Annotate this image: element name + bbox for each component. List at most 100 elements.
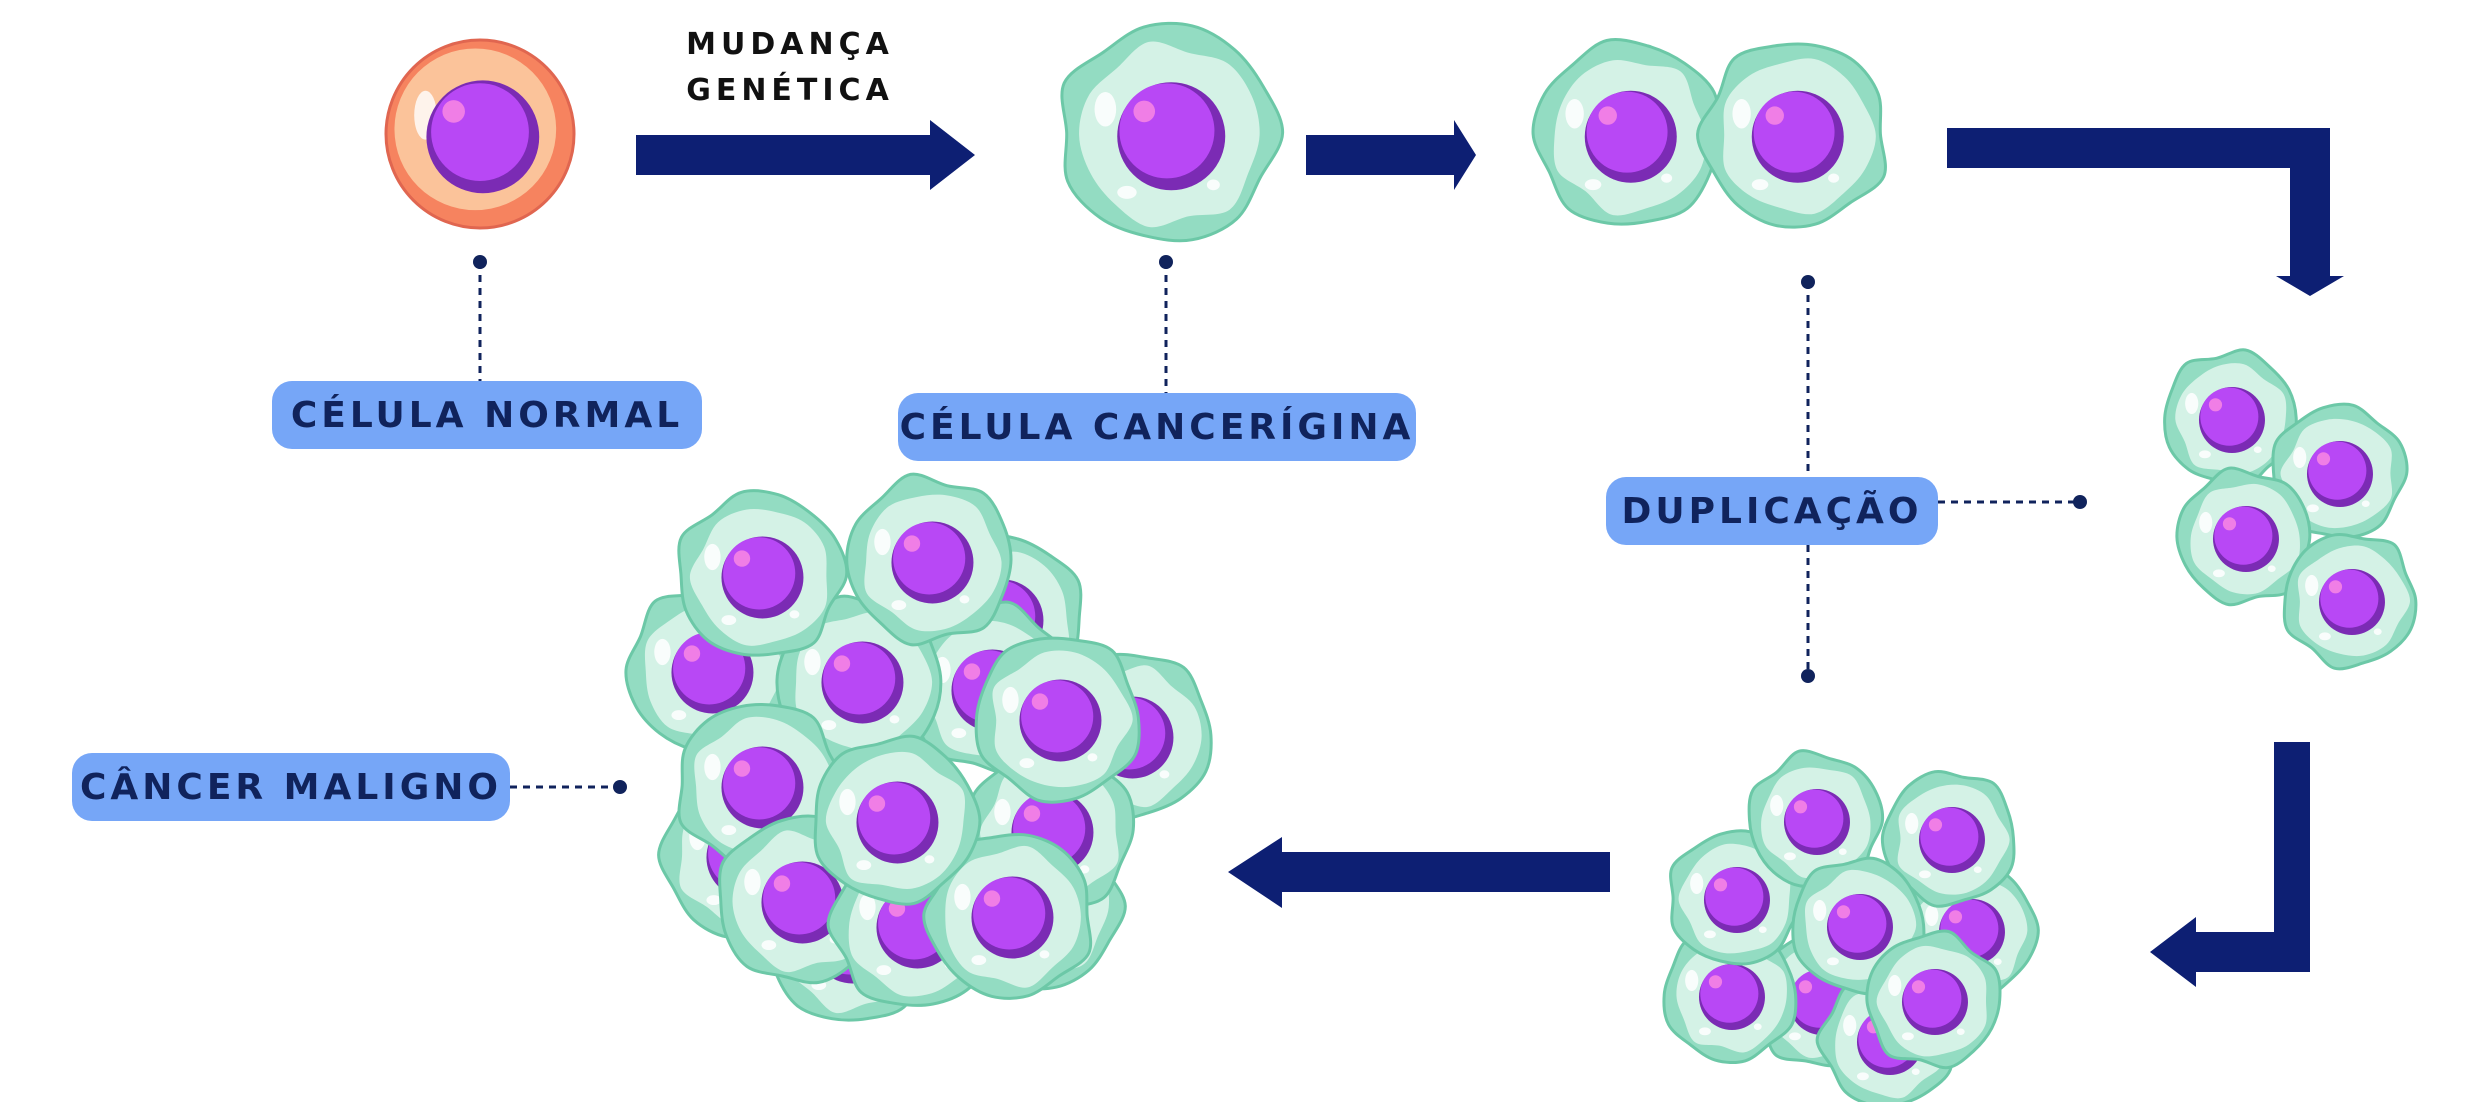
cluster-four-cell-1 <box>2163 348 2298 489</box>
nucleolus <box>442 100 465 123</box>
nucleolus <box>1765 106 1784 125</box>
nucleolus <box>1023 805 1041 822</box>
nucleus <box>1700 964 1759 1023</box>
duplication-label: DUPLICAÇÃO <box>1606 477 1938 545</box>
cell-highlight <box>856 860 872 871</box>
caption-line-2: GENÉTICA <box>686 73 894 108</box>
cell-highlight <box>889 715 900 724</box>
cell-highlight <box>1788 1032 1801 1041</box>
nucleolus <box>773 875 791 892</box>
cell-highlight <box>1703 930 1716 939</box>
nucleolus <box>733 550 751 567</box>
nucleolus <box>1836 905 1851 919</box>
nucleus <box>2200 387 2259 446</box>
cell-highlight <box>821 720 837 731</box>
dividing-cell-left <box>1531 38 1720 226</box>
connector-dot-malignant <box>613 780 627 794</box>
cell-highlight <box>2185 392 2199 415</box>
nucleus <box>1903 969 1962 1028</box>
nucleus <box>893 522 966 595</box>
cluster-four-cell-4 <box>2282 532 2418 671</box>
cell-highlight <box>971 955 987 966</box>
cell-highlight <box>954 883 971 911</box>
cell-highlight <box>2212 569 2225 578</box>
nucleus <box>1021 680 1094 753</box>
cell-highlight <box>1993 958 2002 965</box>
cell-highlight <box>1565 99 1584 129</box>
dividing-cell-right <box>1696 42 1887 229</box>
cell-highlight <box>1843 1014 1857 1037</box>
cell-highlight <box>1758 926 1767 933</box>
cell-highlight <box>706 895 722 906</box>
nucleus <box>823 642 896 715</box>
cell-highlight <box>2306 504 2319 513</box>
nucleus <box>1753 91 1835 173</box>
cell-highlight <box>1685 969 1699 992</box>
arrow-bend-down <box>1947 128 2344 296</box>
cell-highlight <box>859 893 876 921</box>
nucleolus <box>1598 106 1617 125</box>
cell-highlight <box>1732 99 1751 129</box>
cell-highlight <box>2318 632 2331 641</box>
arrow-genetic-change <box>636 120 975 190</box>
cell-highlight <box>1888 974 1902 997</box>
nucleolus <box>833 655 851 672</box>
cell-highlight <box>2253 446 2262 453</box>
cell-highlight <box>876 965 892 976</box>
arrows-layer <box>636 120 2344 987</box>
nucleolus <box>1133 100 1156 123</box>
connector-dot-cancer <box>1159 255 1173 269</box>
nucleus <box>2214 506 2273 565</box>
nucleus <box>2320 569 2379 628</box>
cell-highlight <box>1826 957 1839 966</box>
cluster-four-cell-2 <box>2271 402 2409 539</box>
cell-highlight <box>1911 1068 1920 1075</box>
caption-line-1: MUDANÇA <box>686 27 894 62</box>
nucleolus <box>2316 452 2331 466</box>
tumor-cell-13 <box>922 833 1093 1000</box>
cell-highlight <box>951 728 967 739</box>
nucleolus <box>1928 818 1943 832</box>
cell-highlight <box>1918 870 1931 879</box>
cell-highlight <box>839 788 856 816</box>
connector-dot-dup-right <box>2073 495 2087 509</box>
tumor-cell-14 <box>813 734 982 906</box>
cell-highlight <box>1159 770 1170 779</box>
cell-highlight <box>789 610 800 619</box>
cell-highlight <box>804 648 821 676</box>
cancer-cell-label: CÉLULA CANCERÍGINA <box>898 393 1416 461</box>
cell-highlight <box>1838 848 1847 855</box>
cell-highlight <box>721 615 737 626</box>
cell-highlight <box>704 753 721 781</box>
nucleus <box>763 862 836 935</box>
cell-highlight <box>874 528 891 556</box>
nucleolus <box>1031 693 1049 710</box>
nucleus <box>858 782 931 855</box>
cluster-four-cell-3 <box>2175 466 2312 607</box>
cell-highlight <box>1901 1032 1914 1041</box>
tumor-cell-15 <box>677 489 849 657</box>
cell-highlight <box>1698 1027 1711 1036</box>
cell-highlight <box>1751 179 1769 191</box>
cluster-nine-cell-9 <box>1865 929 2002 1070</box>
nucleus <box>723 537 796 610</box>
nucleus <box>431 83 529 181</box>
cell-highlight <box>2293 446 2307 469</box>
nucleus <box>1920 807 1979 866</box>
nucleus <box>1785 789 1844 848</box>
cell-highlight <box>1661 173 1673 183</box>
cell-highlight <box>704 543 721 571</box>
nucleolus <box>1793 800 1808 814</box>
nucleolus <box>903 535 921 552</box>
cell-highlight <box>1206 179 1220 191</box>
cell-highlight <box>891 600 907 611</box>
nucleus <box>1705 867 1764 926</box>
connectors-layer <box>473 255 2087 794</box>
cell-highlight <box>721 825 737 836</box>
nucleolus <box>683 645 701 662</box>
cell-highlight <box>1956 1028 1965 1035</box>
nucleolus <box>733 760 751 777</box>
arrow-bend-left <box>2150 742 2310 987</box>
